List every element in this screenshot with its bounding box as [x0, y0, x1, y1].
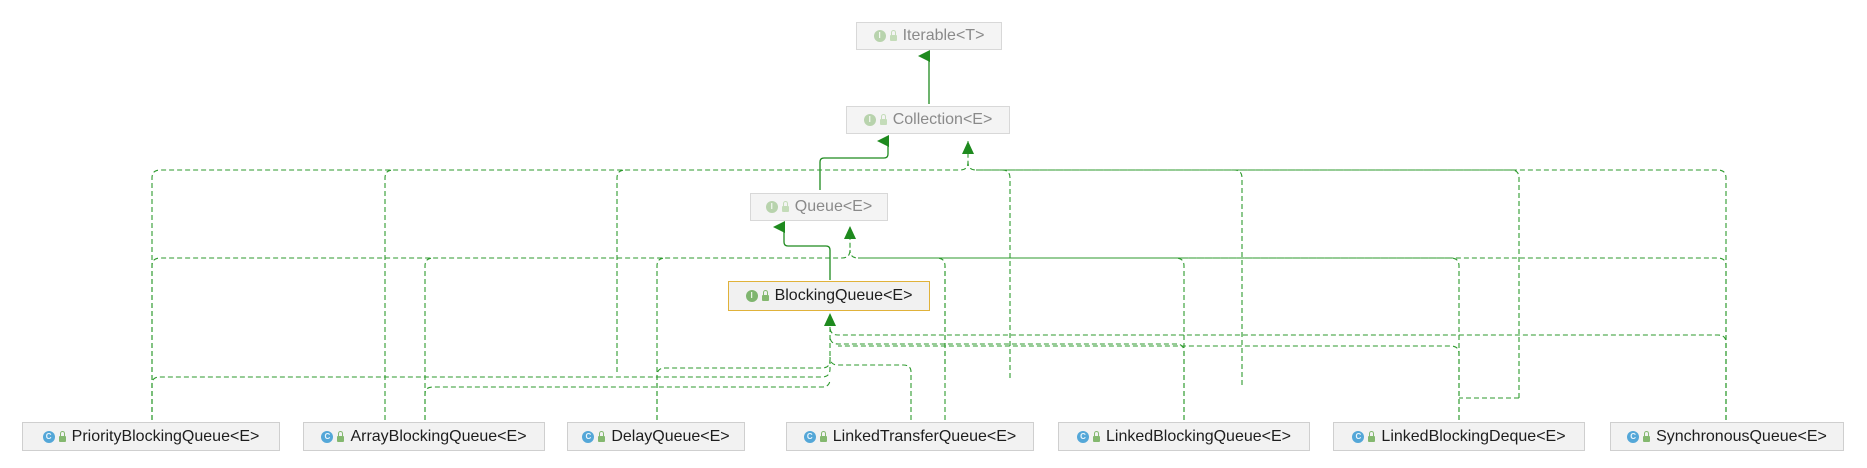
node-linkedblockingqueue[interactable]: C LinkedBlockingQueue<E> [1058, 422, 1310, 451]
node-synchronousqueue[interactable]: C SynchronousQueue<E> [1610, 422, 1844, 451]
edge-arrayblockingqueue-to-collection [384, 169, 394, 420]
class-icon: C [1076, 430, 1089, 443]
interface-icon: I [765, 201, 778, 213]
edge-linkedblockingqueue-to-queue [858, 257, 1185, 420]
queue-arrow-right [844, 226, 856, 239]
extends-edges [773, 50, 930, 280]
edge-priorityblockingqueue-to-blockingqueue [151, 320, 831, 420]
edge-synchronousqueue-to-queue [858, 257, 1727, 420]
edge-linkedblockingqueue-to-blockingqueue [829, 335, 1185, 420]
interface-icon: I [745, 290, 758, 302]
node-delayqueue[interactable]: C DelayQueue<E> [567, 422, 745, 451]
node-arrayblockingqueue[interactable]: C ArrayBlockingQueue<E> [303, 422, 545, 451]
blockingqueue-arrow [824, 313, 836, 326]
node-iterable[interactable]: I Iterable<T> [856, 22, 1002, 50]
class-icon: C [582, 430, 595, 443]
node-label: ArrayBlockingQueue<E> [350, 427, 527, 445]
class-icon: C [1352, 430, 1365, 443]
node-label: BlockingQueue<E> [774, 287, 913, 304]
edge-linkedtransferqueue-to-queue [849, 249, 946, 420]
edge-arrayblockingqueue-to-blockingqueue [424, 378, 831, 420]
interface-icon: I [863, 114, 876, 126]
node-linkedtransferqueue[interactable]: C LinkedTransferQueue<E> [786, 422, 1034, 451]
public-lock-icon [58, 430, 66, 442]
interface-icon: I [873, 30, 886, 42]
node-label: DelayQueue<E> [611, 427, 730, 445]
node-label: Queue<E> [794, 198, 873, 215]
node-label: Collection<E> [892, 111, 993, 128]
edge-queue-to-collection [819, 135, 889, 190]
node-label: LinkedTransferQueue<E> [832, 427, 1017, 445]
node-label: LinkedBlockingQueue<E> [1105, 427, 1292, 445]
node-queue[interactable]: I Queue<E> [750, 193, 888, 221]
public-lock-icon [819, 430, 827, 442]
node-priorityblockingqueue[interactable]: C PriorityBlockingQueue<E> [22, 422, 280, 451]
public-lock-icon [879, 114, 887, 125]
node-blockingqueue[interactable]: I BlockingQueue<E> [728, 281, 930, 311]
edge-linkedblockingdeque-to-blockingqueue [838, 345, 1460, 420]
node-label: LinkedBlockingDeque<E> [1381, 427, 1566, 445]
edge-synchronousqueue-to-collection [976, 169, 1727, 420]
edge-priorityblockingqueue-to-collection [151, 141, 969, 420]
edge-priorityblockingqueue-to-queue [151, 227, 851, 420]
edge-delayqueue-to-collection [616, 169, 626, 372]
edge-linkedblockingdeque-to-queue [858, 257, 1460, 420]
public-lock-icon [781, 201, 789, 212]
collection-arrow-right [962, 141, 974, 154]
public-lock-icon [761, 290, 769, 301]
edge-arrayblockingqueue-to-queue [424, 257, 434, 420]
edge-delayqueue-to-blockingqueue [656, 359, 831, 420]
node-label: SynchronousQueue<E> [1656, 427, 1827, 445]
class-icon: C [321, 430, 334, 443]
class-icon: C [803, 430, 816, 443]
edge-linkedtransferqueue-to-blockingqueue [829, 356, 912, 420]
class-icon: C [1627, 430, 1640, 443]
edge-linkedblockingqueue-to-collection [976, 169, 1243, 385]
public-lock-icon [1643, 430, 1651, 442]
node-linkedblockingdeque[interactable]: C LinkedBlockingDeque<E> [1333, 422, 1585, 451]
class-icon: C [42, 430, 55, 443]
public-lock-icon [1092, 430, 1100, 442]
public-lock-icon [337, 430, 345, 442]
edge-linkedblockingdeque-to-collection [976, 169, 1520, 398]
edge-delayqueue-to-queue [656, 257, 666, 420]
node-label: PriorityBlockingQueue<E> [71, 427, 260, 445]
public-lock-icon [889, 30, 897, 41]
node-label: Iterable<T> [902, 27, 985, 44]
implements-edges [151, 141, 1727, 420]
public-lock-icon [1368, 430, 1376, 442]
public-lock-icon [598, 430, 606, 442]
node-collection[interactable]: I Collection<E> [846, 106, 1010, 134]
edge-synchronousqueue-to-blockingqueue [829, 326, 1727, 420]
edge-blockingqueue-to-queue [773, 221, 831, 280]
